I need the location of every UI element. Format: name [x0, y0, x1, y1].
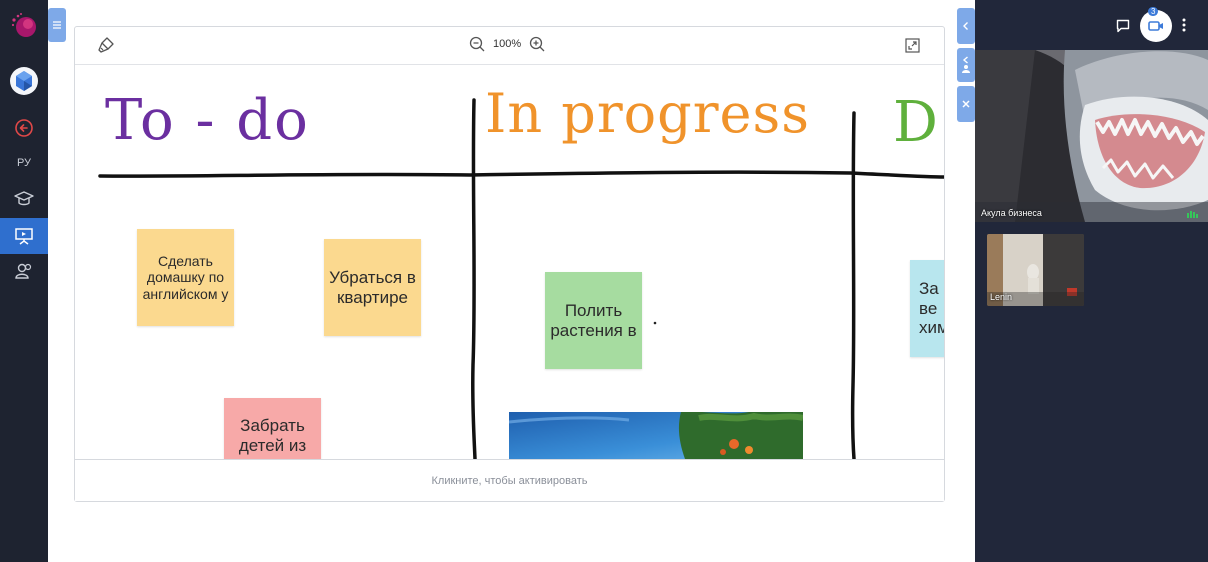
people-icon	[962, 65, 970, 73]
sticky-note-text: Сделать домашку по английском у	[142, 253, 229, 302]
board-footer[interactable]: Кликните, чтобы активировать	[75, 459, 944, 501]
participant-name: Lenin	[990, 292, 1013, 302]
back-arrow-icon[interactable]	[0, 111, 48, 145]
zoom-controls: 100%	[469, 36, 545, 52]
board-canvas[interactable]: To - do In progress D Сделать домашку по…	[75, 65, 944, 459]
landscape-photo-graphic	[509, 412, 803, 459]
collapse-panel-tab[interactable]	[957, 8, 975, 44]
menu-icon	[53, 21, 61, 29]
video-panel: 3	[975, 0, 1208, 562]
board-ink-lines	[98, 98, 944, 459]
main-video-image	[975, 50, 1208, 222]
chat-icon[interactable]	[1116, 19, 1130, 38]
participants-panel-tab[interactable]	[957, 48, 975, 82]
board-toolbar: 100%	[75, 27, 944, 65]
fullscreen-icon[interactable]	[905, 38, 920, 58]
users-icon[interactable]	[0, 254, 48, 288]
left-sidebar: РУ	[0, 0, 48, 562]
landscape-photo[interactable]	[509, 412, 803, 459]
participants-count: 3	[1151, 7, 1156, 16]
sticky-note-text: Убраться в квартире	[329, 267, 416, 307]
audio-level-icon	[1187, 211, 1198, 218]
participant-video-image	[987, 234, 1084, 306]
sticky-note-plants[interactable]: Полить растения в	[545, 272, 642, 369]
sticky-note-text: Забрать детей из	[238, 416, 307, 455]
sticky-note-text: Полить растения в	[550, 300, 637, 340]
column-heading-in-progress: In progress	[485, 82, 810, 145]
column-heading-todo: To - do	[105, 88, 310, 153]
main-speaker-video[interactable]: Акула бизнеса	[975, 50, 1208, 222]
zoom-in-icon[interactable]	[529, 36, 545, 52]
language-label: РУ	[16, 157, 32, 169]
more-vertical-icon[interactable]	[1181, 17, 1187, 38]
main-speaker-name: Акула бизнеса	[981, 208, 1042, 218]
chevron-left-icon	[963, 22, 968, 30]
sticky-note-kids[interactable]: Забрать детей из	[224, 398, 321, 459]
close-panel-tab[interactable]	[957, 86, 975, 122]
activate-hint: Кликните, чтобы активировать	[431, 474, 588, 487]
whiteboard-window: 100% To - do	[74, 26, 945, 502]
camera-button[interactable]	[1140, 10, 1172, 42]
column-heading-done: D	[893, 90, 938, 155]
zoom-level: 100%	[493, 38, 522, 50]
zoom-out-icon[interactable]	[469, 36, 485, 52]
video-toolbar: 3	[975, 0, 1208, 50]
language-switch[interactable]: РУ	[0, 146, 48, 180]
sticky-note-cleaning[interactable]: Убраться в квартире	[324, 239, 421, 336]
brush-icon[interactable]	[97, 36, 115, 59]
sticky-note-partial[interactable]: За ве хим	[910, 260, 944, 357]
camera-icon	[1148, 21, 1163, 31]
close-icon	[962, 100, 970, 108]
sticky-note-text: За ве хим	[919, 279, 944, 338]
graduation-cap-icon[interactable]	[0, 182, 48, 216]
presentation-icon[interactable]	[0, 218, 48, 254]
logo-icon[interactable]	[0, 8, 48, 44]
avatar-globe-icon[interactable]	[0, 64, 48, 98]
chevron-left-icon	[962, 56, 968, 64]
participant-thumbnail[interactable]: Lenin	[987, 234, 1084, 306]
participants-count-badge: 3	[1148, 7, 1159, 16]
sticky-note-homework[interactable]: Сделать домашку по английском у	[137, 229, 234, 326]
sidebar-toggle-tab[interactable]	[48, 8, 66, 42]
